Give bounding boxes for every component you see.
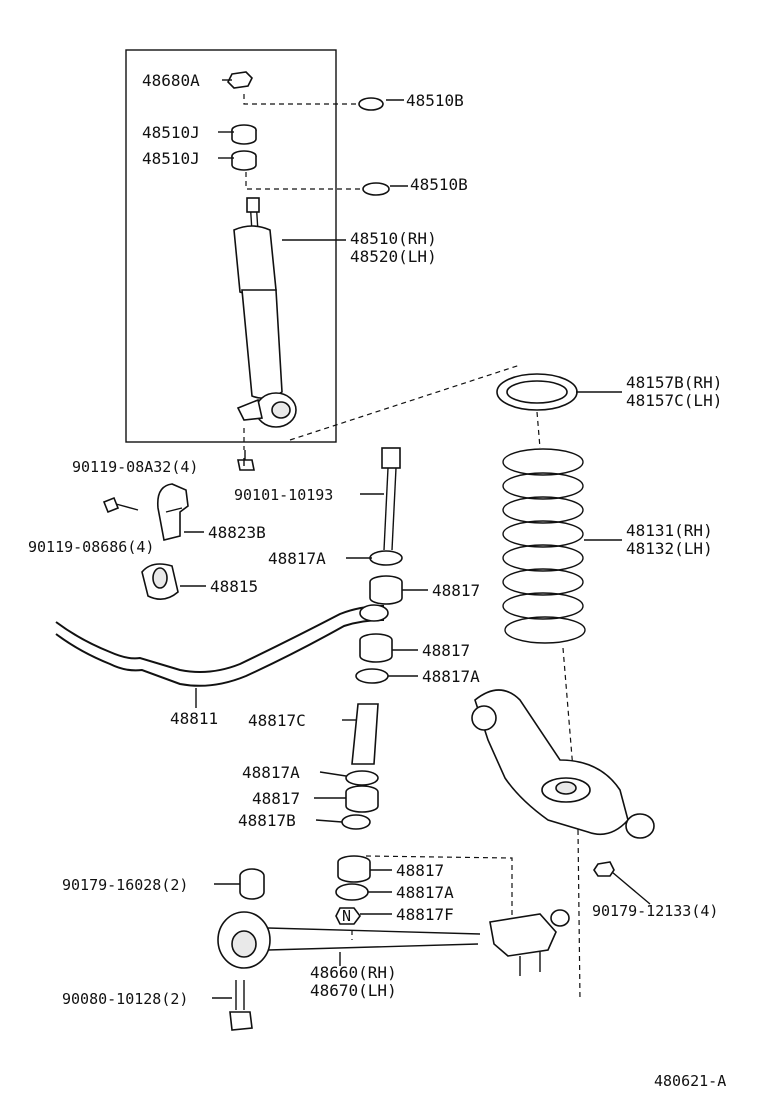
strut-rod-48660 bbox=[217, 909, 570, 976]
label-48817B: 48817B bbox=[238, 811, 296, 830]
bushing-48817-1 bbox=[369, 575, 403, 605]
lower-control-arm bbox=[471, 689, 655, 839]
shock-absorber-group-box bbox=[125, 49, 337, 443]
label-48817-2: 48817 bbox=[422, 641, 470, 660]
label-48520LH: 48520(LH) bbox=[350, 247, 437, 266]
label-48811: 48811 bbox=[170, 709, 218, 728]
label-90179-16028: 90179-16028(2) bbox=[62, 876, 188, 894]
bolt-90119-08686 bbox=[102, 496, 139, 514]
coil-spring-48131 bbox=[502, 448, 586, 644]
label-48817F: 48817F bbox=[396, 905, 454, 924]
label-48510B-2: 48510B bbox=[410, 175, 468, 194]
spring-seat-48157 bbox=[496, 373, 578, 411]
part-labels: 48680A 48510B 48510J 48510J 48510B 48510… bbox=[28, 71, 726, 1090]
washer-48817A-1 bbox=[369, 550, 403, 566]
bolt-90080-10128 bbox=[229, 980, 253, 1031]
label-48817A-3: 48817A bbox=[242, 763, 300, 782]
svg-text:N: N bbox=[342, 907, 351, 925]
bushing-48817-2 bbox=[359, 633, 393, 663]
label-48660: 48660(RH) bbox=[310, 963, 397, 982]
washer-48817A-4 bbox=[335, 883, 369, 901]
label-48510B-1: 48510B bbox=[406, 91, 464, 110]
label-48510RH: 48510(RH) bbox=[350, 229, 437, 248]
bushing-48817-3 bbox=[345, 785, 379, 813]
label-48510J-1: 48510J bbox=[142, 123, 200, 142]
bracket-48823B bbox=[156, 483, 189, 541]
label-90119-08A32: 90119-08A32(4) bbox=[72, 458, 198, 476]
label-48131: 48131(RH) bbox=[626, 521, 713, 540]
label-90179-12133: 90179-12133(4) bbox=[592, 902, 718, 920]
label-48817-1: 48817 bbox=[432, 581, 480, 600]
bolt-90101-10193 bbox=[381, 447, 401, 551]
washer-48817A-3 bbox=[345, 770, 379, 786]
washer-48817A-2 bbox=[355, 668, 389, 684]
label-48670: 48670(LH) bbox=[310, 981, 397, 1000]
washer-48510B-lower bbox=[362, 182, 390, 196]
label-48510J-2: 48510J bbox=[142, 149, 200, 168]
label-48680A: 48680A bbox=[142, 71, 200, 90]
label-48817A-4: 48817A bbox=[396, 883, 454, 902]
shock-absorber-assembly bbox=[227, 71, 297, 428]
nut-48817F: N bbox=[335, 907, 361, 925]
label-48157C: 48157C(LH) bbox=[626, 391, 722, 410]
label-48823B: 48823B bbox=[208, 523, 266, 542]
label-48817-4: 48817 bbox=[396, 861, 444, 880]
bushing-48815 bbox=[141, 563, 179, 600]
label-48132: 48132(LH) bbox=[626, 539, 713, 558]
leader-lines bbox=[180, 79, 651, 999]
label-48157B: 48157B(RH) bbox=[626, 373, 722, 392]
label-90101-10193: 90101-10193 bbox=[234, 486, 333, 504]
bushing-90179-16028 bbox=[239, 868, 265, 900]
label-48817-3: 48817 bbox=[252, 789, 300, 808]
label-90080-10128: 90080-10128(2) bbox=[62, 990, 188, 1008]
diagram-id: 480621-A bbox=[654, 1072, 726, 1090]
label-48817A-2: 48817A bbox=[422, 667, 480, 686]
collar-48817C bbox=[351, 703, 379, 765]
bolt-90119-08A32 bbox=[237, 450, 255, 471]
washer-48817B bbox=[341, 814, 371, 830]
label-48817A-1: 48817A bbox=[268, 549, 326, 568]
bushing-48817-4 bbox=[337, 855, 371, 883]
label-48815: 48815 bbox=[210, 577, 258, 596]
nut-90179-12133 bbox=[593, 861, 615, 877]
label-90119-08686: 90119-08686(4) bbox=[28, 538, 154, 556]
washer-48510B-upper bbox=[358, 97, 384, 111]
label-48817C: 48817C bbox=[248, 711, 306, 730]
stabilizer-bar-48811 bbox=[55, 605, 385, 687]
